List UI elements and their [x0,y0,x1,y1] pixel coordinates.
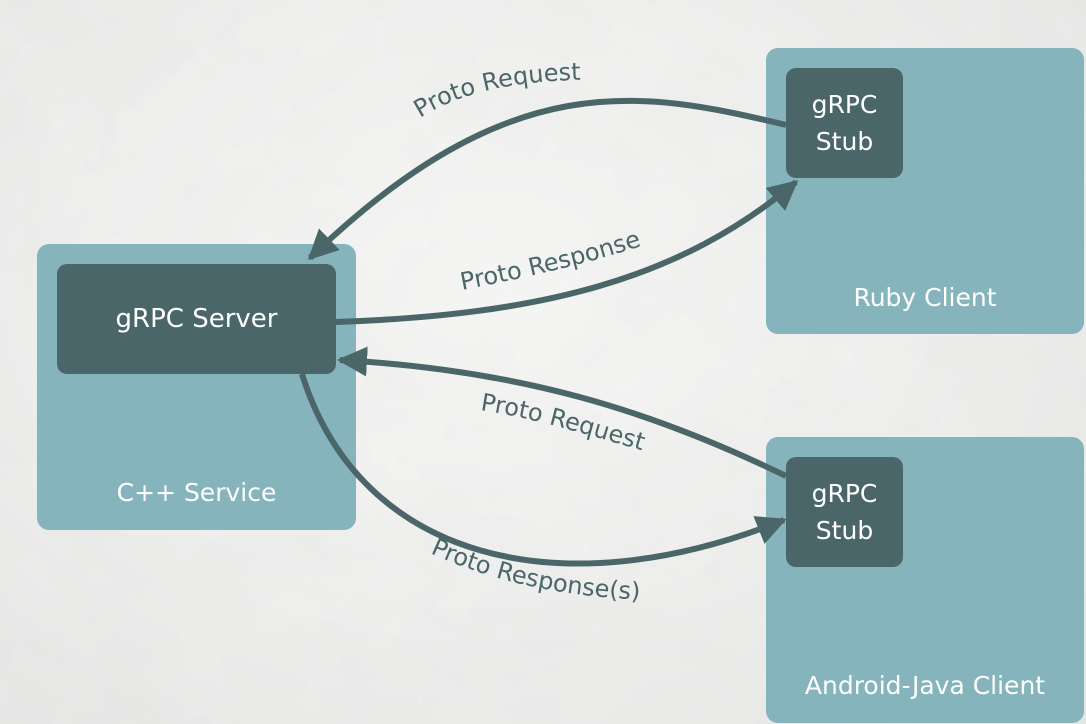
android-request-label: Proto Request [479,388,648,456]
android-request-arrow [337,346,788,479]
android-java-client-label: Android-Java Client [804,671,1046,700]
android-response-label: Proto Response(s) [428,533,641,606]
android-grpc-stub-box: gRPC Stub [786,457,903,567]
grpc-server-box: gRPC Server [57,264,336,374]
ruby-request-label: Proto Request [409,58,581,123]
ruby-client-label: Ruby Client [853,283,997,312]
ruby-request-arrow [307,97,787,261]
ruby-grpc-stub-label: gRPC Stub [811,90,878,156]
grpc-server-label: gRPC Server [115,304,278,334]
ruby-response-arrow [335,179,799,325]
android-grpc-stub-label: gRPC Stub [811,479,878,545]
cpp-service-label: C++ Service [116,478,277,507]
ruby-grpc-stub-box: gRPC Stub [786,68,903,178]
ruby-response-label: Proto Response [458,225,644,296]
android-response-arrow [299,373,787,567]
